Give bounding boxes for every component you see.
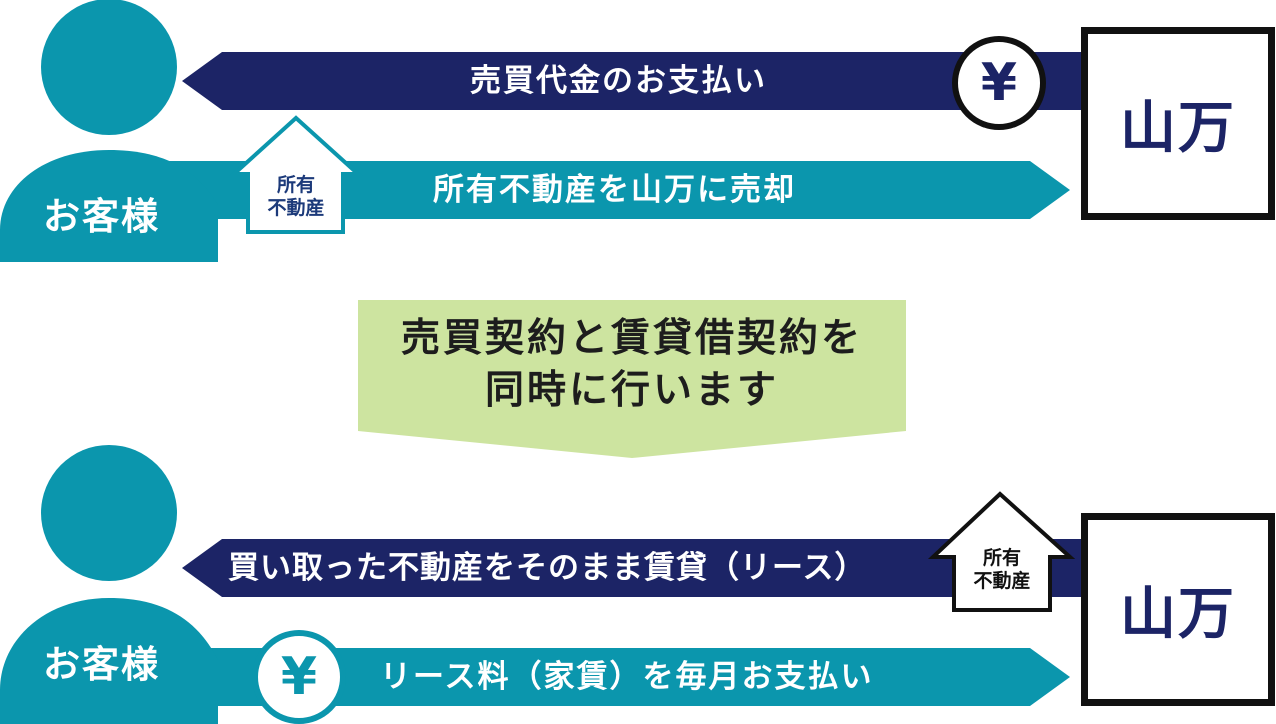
property-label-line2: 不動産 (267, 197, 325, 219)
up-arrow-icon (228, 115, 364, 234)
up-arrow-icon (927, 491, 1076, 612)
person-head-icon (41, 0, 177, 135)
yen-coin-icon: ¥ (252, 630, 346, 724)
yen-symbol: ¥ (280, 647, 318, 707)
company-name: 山万 (1120, 96, 1236, 161)
company-box: 山万 (1081, 513, 1275, 706)
customer-label: お客様 (43, 195, 160, 238)
center-message-line2: 同時に行います (484, 368, 779, 413)
payment-arrow-shape (182, 52, 1090, 110)
person-body-icon (0, 598, 218, 724)
rent-arrow-shape (150, 648, 1070, 706)
company-name: 山万 (1120, 582, 1236, 647)
customer-label: お客様 (43, 643, 160, 686)
person-head-icon (41, 445, 177, 581)
yen-coin-icon: ¥ (952, 36, 1046, 130)
yen-symbol: ¥ (980, 53, 1018, 113)
down-arrow-icon (358, 300, 906, 458)
company-box: 山万 (1081, 27, 1275, 220)
payment-arrow-label: 売買代金のお支払い (470, 63, 767, 99)
lease-arrow-shape (182, 539, 1090, 597)
center-message: 売買契約と賃貸借契約を 同時に行います (358, 300, 906, 430)
property-label-line1: 所有 (276, 174, 315, 196)
rent-arrow-label: リース料（家賃）を毎月お支払い (380, 659, 874, 695)
center-message-line1: 売買契約と賃貸借契約を (400, 316, 863, 361)
property-label-line2: 不動産 (973, 570, 1031, 592)
lease-arrow-label: 買い取った不動産をそのまま賃貸（リース） (228, 550, 867, 586)
property-label-line1: 所有 (982, 547, 1021, 569)
property-label: 所有 不動産 (958, 540, 1046, 600)
sale-arrow-label: 所有不動産を山万に売却 (433, 172, 796, 208)
sale-arrow-shape (150, 161, 1070, 219)
property-label: 所有 不動産 (252, 166, 340, 228)
person-body-icon (0, 150, 218, 262)
